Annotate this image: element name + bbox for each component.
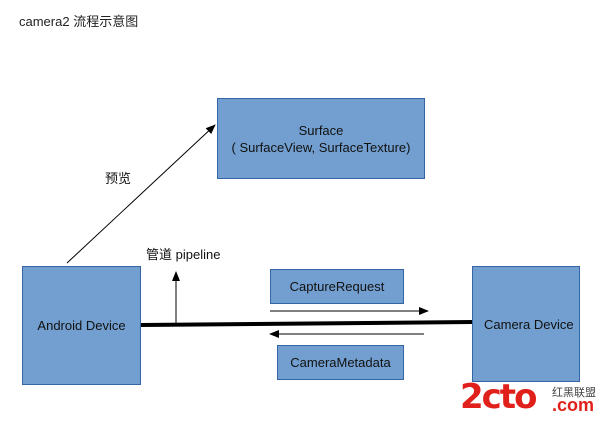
android-device-label: Android Device [37,318,126,333]
capture-request-node: CaptureRequest [270,269,404,304]
watermark-brand: 2cto [460,377,537,417]
preview-label: 预览 [105,171,132,186]
surface-subtitle: ( SurfaceView, SurfaceTexture) [231,139,411,155]
camera-device-node: Camera Device [472,266,580,382]
watermark-domain: .com [552,395,595,415]
camera-metadata-label: CameraMetadata [290,355,391,370]
capture-request-label: CaptureRequest [289,279,385,294]
camera-device-label: Camera Device [484,316,574,332]
watermark-chinese: 红黑联盟 [552,387,596,399]
pipeline-thick-line [140,320,473,327]
diagram-title: camera2 流程示意图 [19,14,139,29]
camera-metadata-node: CameraMetadata [277,345,404,380]
android-device-node: Android Device [22,266,141,385]
preview-arrow [66,124,216,264]
surface-title: Surface [298,122,344,138]
surface-node: Surface ( SurfaceView, SurfaceTexture) [217,98,425,179]
pipeline-label: 管道 pipeline [146,247,221,262]
watermark-logo: 2cto 红黑联盟 .com [460,377,600,421]
